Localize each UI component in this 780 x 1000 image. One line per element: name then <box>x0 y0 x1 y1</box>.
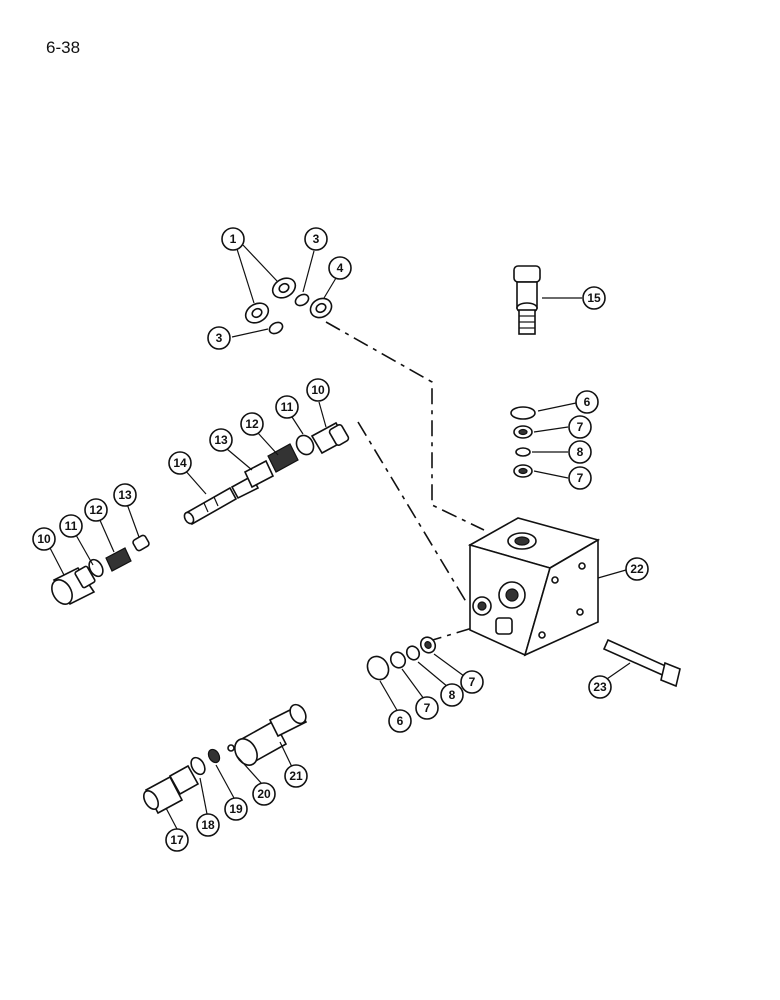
callout-13: 13 <box>209 428 233 452</box>
leader-lines <box>48 244 631 830</box>
svg-text:7: 7 <box>577 471 584 485</box>
callout-19: 19 <box>224 797 248 821</box>
callout-7: 7 <box>568 466 592 490</box>
svg-text:13: 13 <box>118 488 132 502</box>
callout-21: 21 <box>284 764 308 788</box>
relief-valve-cartridge <box>513 265 541 335</box>
callout-10: 10 <box>306 378 330 402</box>
svg-text:15: 15 <box>587 291 601 305</box>
svg-text:3: 3 <box>216 331 223 345</box>
callout-7: 7 <box>568 415 592 439</box>
svg-text:21: 21 <box>289 769 303 783</box>
svg-text:12: 12 <box>89 503 103 517</box>
valve-block <box>467 517 601 657</box>
callout-1: 1 <box>221 227 245 251</box>
page-number: 6-38 <box>46 38 81 57</box>
callout-22: 22 <box>625 557 649 581</box>
callout-8: 8 <box>440 683 464 707</box>
callout-7: 7 <box>460 670 484 694</box>
callout-13: 13 <box>113 483 137 507</box>
bolt <box>602 638 681 688</box>
callout-7: 7 <box>415 696 439 720</box>
svg-text:4: 4 <box>337 261 344 275</box>
pilot-assembly-lower <box>51 534 150 606</box>
assembly-line-cartridge-to-block <box>357 421 469 606</box>
callout-20: 20 <box>252 782 276 806</box>
svg-text:19: 19 <box>229 802 243 816</box>
svg-text:6: 6 <box>584 395 591 409</box>
callout-12: 12 <box>84 498 108 522</box>
callout-6: 6 <box>388 709 412 733</box>
seal-stack-lower <box>366 636 437 681</box>
fitting-assembly <box>142 703 308 815</box>
svg-text:7: 7 <box>577 420 584 434</box>
seal-kit-top <box>244 277 333 335</box>
svg-text:14: 14 <box>173 456 187 470</box>
svg-text:10: 10 <box>311 383 325 397</box>
svg-text:10: 10 <box>37 532 51 546</box>
callout-3: 3 <box>207 326 231 350</box>
callout-6: 6 <box>575 390 599 414</box>
svg-text:17: 17 <box>170 833 184 847</box>
svg-text:23: 23 <box>593 680 607 694</box>
callout-17: 17 <box>165 828 189 852</box>
callout-18: 18 <box>196 813 220 837</box>
svg-text:11: 11 <box>281 400 294 414</box>
svg-text:6: 6 <box>397 714 404 728</box>
seal-stack-right <box>510 406 536 478</box>
callout-23: 23 <box>588 675 612 699</box>
callout-11: 11 <box>275 395 299 419</box>
svg-text:13: 13 <box>214 433 228 447</box>
svg-text:20: 20 <box>257 787 271 801</box>
callout-3: 3 <box>304 227 328 251</box>
svg-text:8: 8 <box>449 688 456 702</box>
svg-text:7: 7 <box>469 675 476 689</box>
callout-4: 4 <box>328 256 352 280</box>
assembly-line-seals-to-block <box>325 321 485 531</box>
svg-text:7: 7 <box>424 701 431 715</box>
svg-text:8: 8 <box>577 445 584 459</box>
callout-14: 14 <box>168 451 192 475</box>
svg-text:11: 11 <box>65 519 78 533</box>
callout-12: 12 <box>240 412 264 436</box>
callout-8: 8 <box>568 440 592 464</box>
svg-text:12: 12 <box>245 417 259 431</box>
svg-text:3: 3 <box>313 232 320 246</box>
svg-text:22: 22 <box>630 562 644 576</box>
svg-text:18: 18 <box>201 818 215 832</box>
callout-15: 15 <box>582 286 606 310</box>
callout-10: 10 <box>32 527 56 551</box>
callout-11: 11 <box>59 514 83 538</box>
svg-text:1: 1 <box>230 232 237 246</box>
pilot-assembly-upper <box>183 421 350 526</box>
